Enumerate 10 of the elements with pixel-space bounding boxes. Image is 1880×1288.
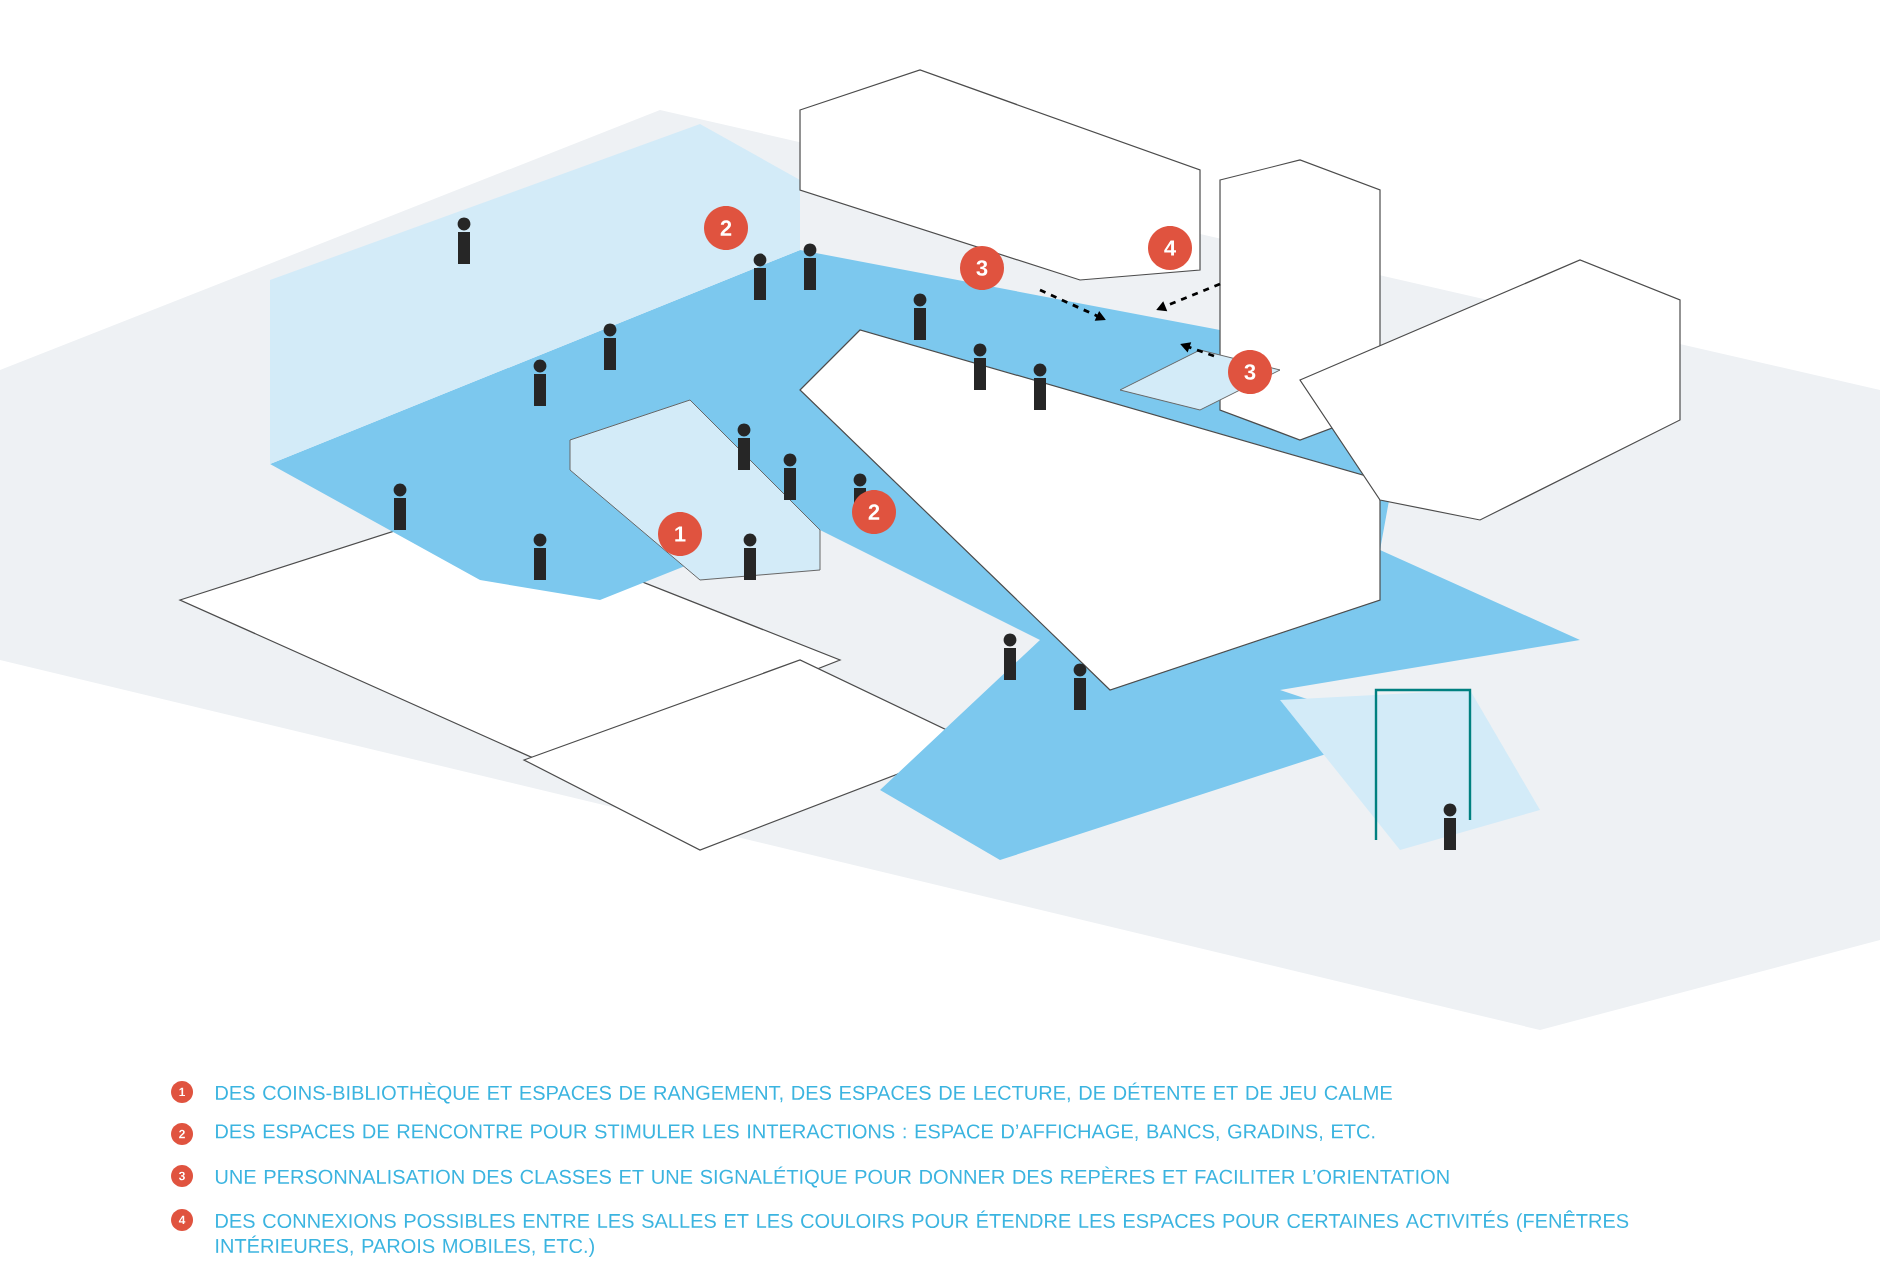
callout-number: 4 <box>1148 226 1192 270</box>
list-item-text: DES COINS-BIBLIOTHÈQUE ET ESPACES DE RANGEMENT, DES ESPACES DE LECTURE, DE DÉTENTE ET DE JEU CALME <box>216 1082 1392 1104</box>
callout-number: 3 <box>1228 350 1272 394</box>
callout-number: 3 <box>960 246 1004 290</box>
list-item-text: DES CONNEXIONS POSSIBLES ENTRE LES SALLES ET LES COULOIRS POUR ÉTENDRE LES ESPACES POUR CERTAINES ACTIVITÉS (FENÊTRES INTÉRIEURES, PAROIS MOBILES, ETC.) <box>216 1210 1629 1257</box>
callout-number: 1 <box>658 512 702 556</box>
callout-number: 2 <box>704 206 748 250</box>
list-item-text: DES ESPACES DE RENCONTRE POUR STIMULER LES INTERACTIONS : ESPACE D’AFFICHAGE, BANCS, GRADINS, ETC. <box>216 1124 1375 1141</box>
list-item-text: UNE PERSONNALISATION DES CLASSES ET UNE SIGNALÉTIQUE POUR DONNER DES REPÈRES ET FACILITER L’ORIENTATION <box>215 1166 1449 1188</box>
callout-number: 2 <box>852 490 896 534</box>
